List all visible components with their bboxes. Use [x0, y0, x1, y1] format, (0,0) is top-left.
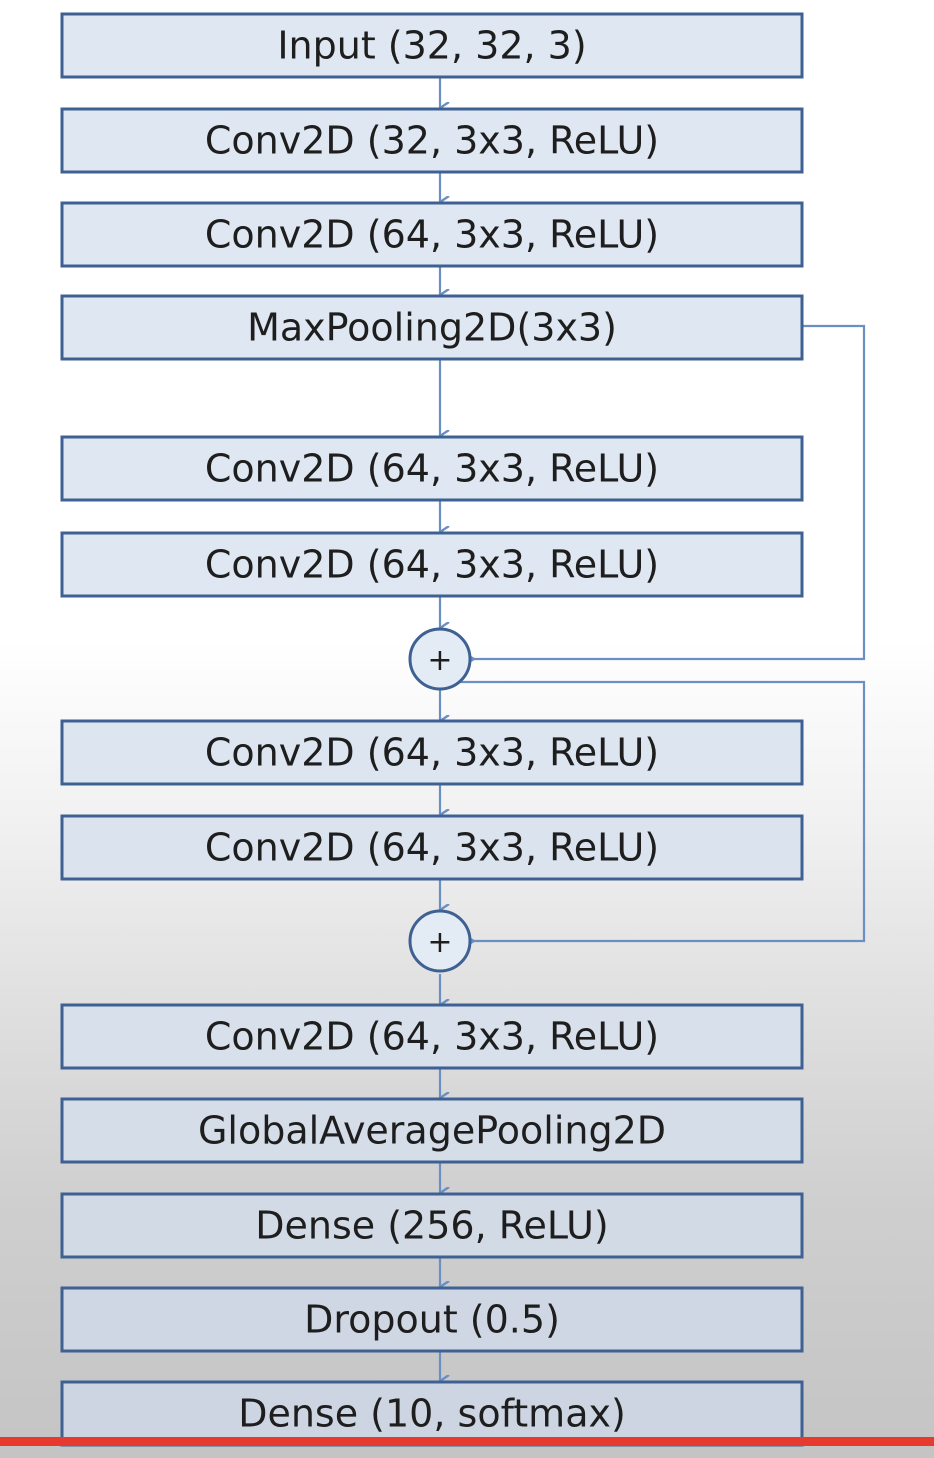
layer-label: Input (32, 32, 3) [277, 24, 586, 68]
add-node-1: + [408, 627, 472, 691]
layer-conv2d-4: Conv2D (64, 3x3, ReLU) [60, 531, 804, 598]
layer-box [60, 1286, 804, 1353]
skip-connections [440, 324, 866, 941]
layer-boxes: Input (32, 32, 3) Conv2D (32, 3x3, ReLU) C… [60, 12, 804, 1447]
layer-label: MaxPooling2D(3x3) [247, 306, 617, 350]
layer-label: Conv2D (64, 3x3, ReLU) [205, 447, 659, 491]
layer-box [60, 814, 804, 881]
add-node-circle [408, 627, 472, 691]
video-progress-bar[interactable] [0, 1437, 934, 1446]
layer-label: Dense (256, ReLU) [255, 1204, 609, 1248]
layer-box [60, 12, 804, 79]
skip-connection-2 [440, 680, 866, 941]
layer-box [60, 107, 804, 174]
add-node-2: + [408, 909, 472, 973]
layer-label: Conv2D (64, 3x3, ReLU) [205, 213, 659, 257]
add-node-symbol: + [427, 925, 452, 960]
layer-label: Dense (10, softmax) [238, 1392, 626, 1436]
layer-input: Input (32, 32, 3) [60, 12, 804, 79]
layer-conv2d-7: Conv2D (64, 3x3, ReLU) [60, 1003, 804, 1070]
layer-label: Dropout (0.5) [304, 1298, 560, 1342]
layer-maxpooling2d: MaxPooling2D(3x3) [60, 294, 804, 361]
layer-box [60, 435, 804, 502]
layer-conv2d-2: Conv2D (64, 3x3, ReLU) [60, 201, 804, 268]
layer-box [60, 201, 804, 268]
layer-box [60, 1380, 804, 1447]
layer-label: Conv2D (64, 3x3, ReLU) [205, 1015, 659, 1059]
layer-label: Conv2D (32, 3x3, ReLU) [205, 119, 659, 163]
layer-label: GlobalAveragePooling2D [198, 1109, 666, 1153]
layer-conv2d-5: Conv2D (64, 3x3, ReLU) [60, 719, 804, 786]
layer-label: Conv2D (64, 3x3, ReLU) [205, 826, 659, 870]
layer-box [60, 531, 804, 598]
add-node-symbol: + [427, 643, 452, 678]
layer-dropout: Dropout (0.5) [60, 1286, 804, 1353]
layer-globalaveragepooling2d: GlobalAveragePooling2D [60, 1097, 804, 1164]
layer-conv2d-1: Conv2D (32, 3x3, ReLU) [60, 107, 804, 174]
layer-conv2d-6: Conv2D (64, 3x3, ReLU) [60, 814, 804, 881]
skip-connection-1 [474, 324, 866, 659]
layer-box [60, 294, 804, 361]
layer-label: Conv2D (64, 3x3, ReLU) [205, 731, 659, 775]
layer-box [60, 719, 804, 786]
layer-dense-1: Dense (256, ReLU) [60, 1192, 804, 1259]
layer-dense-2: Dense (10, softmax) [60, 1380, 804, 1447]
layer-box [60, 1192, 804, 1259]
layer-box [60, 1003, 804, 1070]
add-node-circle [408, 909, 472, 973]
layer-box [60, 1097, 804, 1164]
layer-conv2d-3: Conv2D (64, 3x3, ReLU) [60, 435, 804, 502]
layer-label: Conv2D (64, 3x3, ReLU) [205, 543, 659, 587]
